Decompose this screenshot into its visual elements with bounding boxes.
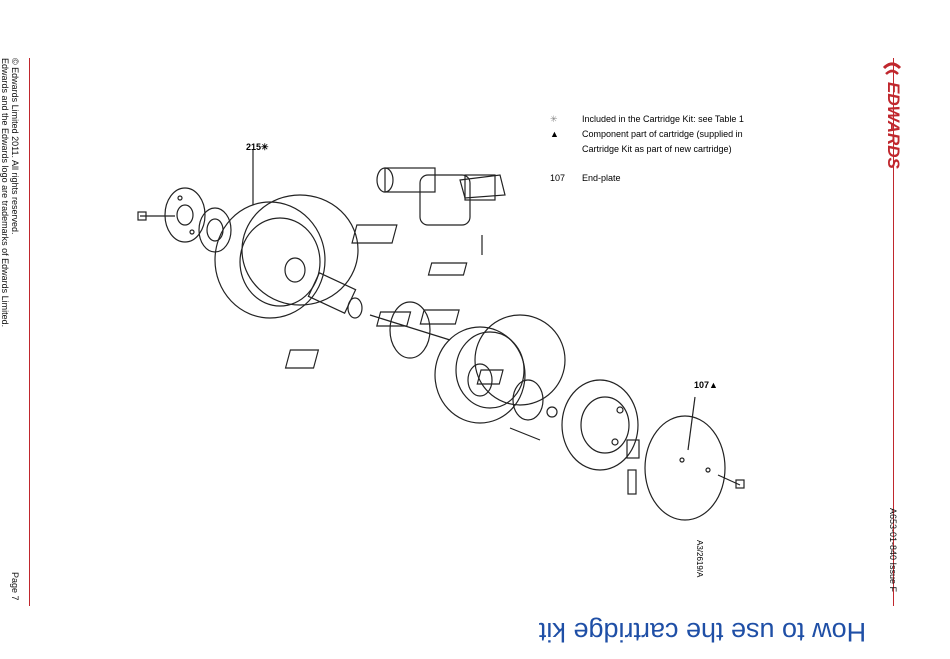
seal-ring-part [198, 207, 232, 253]
cover-plate-part [644, 396, 726, 521]
trademark-text: Edwards and the Edwards logo are tradema… [0, 58, 10, 328]
end-plate-small-part [164, 187, 206, 243]
asterisk-symbol: ✳ [550, 114, 558, 124]
pump-body-part [214, 150, 359, 319]
page-title: How to use the cartridge kit [538, 617, 867, 647]
vane-part [376, 311, 412, 327]
vane-part [419, 309, 460, 325]
sleeve-part [307, 271, 363, 319]
rotor-part [512, 379, 544, 421]
callout-107: 107▲ [694, 380, 718, 390]
stator-body-part [434, 314, 566, 424]
edwards-logo: EDWARDS [878, 58, 906, 208]
right-margin-rule [893, 58, 894, 606]
vane-part [476, 369, 504, 385]
screw-part [137, 211, 175, 221]
document-id: A653-01-840 Issue F [888, 508, 898, 593]
end-plate-part [561, 379, 639, 471]
screw-part [509, 427, 541, 441]
legend-text: End-plate [582, 173, 621, 183]
legend-text: Component part of cartridge (supplied in [582, 129, 743, 139]
rotor-shaft-part [284, 301, 451, 369]
nut-part [546, 406, 558, 418]
figure-code: A3/2619/A [695, 540, 704, 578]
pin-part [626, 439, 640, 495]
callout-215: 215✳ [246, 142, 269, 152]
legend: ✳ Included in the Cartridge Kit: see Tab… [548, 112, 744, 186]
legend-text: Included in the Cartridge Kit: see Table… [582, 114, 744, 124]
screw-part [717, 474, 745, 489]
legend-text: Cartridge Kit as part of new cartridge) [582, 144, 732, 154]
vane-part [427, 262, 468, 276]
triangle-symbol: ▲ [550, 129, 559, 139]
logo-text: EDWARDS [884, 82, 903, 170]
vane-part [351, 224, 398, 244]
shaft-assembly-part [376, 167, 506, 226]
copyright-text: © Edwards Limited 2011. All rights reser… [10, 58, 20, 235]
page-number: Page 7 [10, 572, 20, 601]
legend-item: ▲ Component part of cartridge (supplied … [548, 127, 744, 142]
legend-item-continued: Cartridge Kit as part of new cartridge) [548, 142, 744, 157]
legend-item: ✳ Included in the Cartridge Kit: see Tab… [548, 112, 744, 127]
left-margin-rule [29, 58, 30, 606]
exploded-view-drawing [137, 150, 745, 521]
item-number: 107 [550, 173, 566, 183]
legend-item: 107 End-plate [548, 171, 744, 186]
